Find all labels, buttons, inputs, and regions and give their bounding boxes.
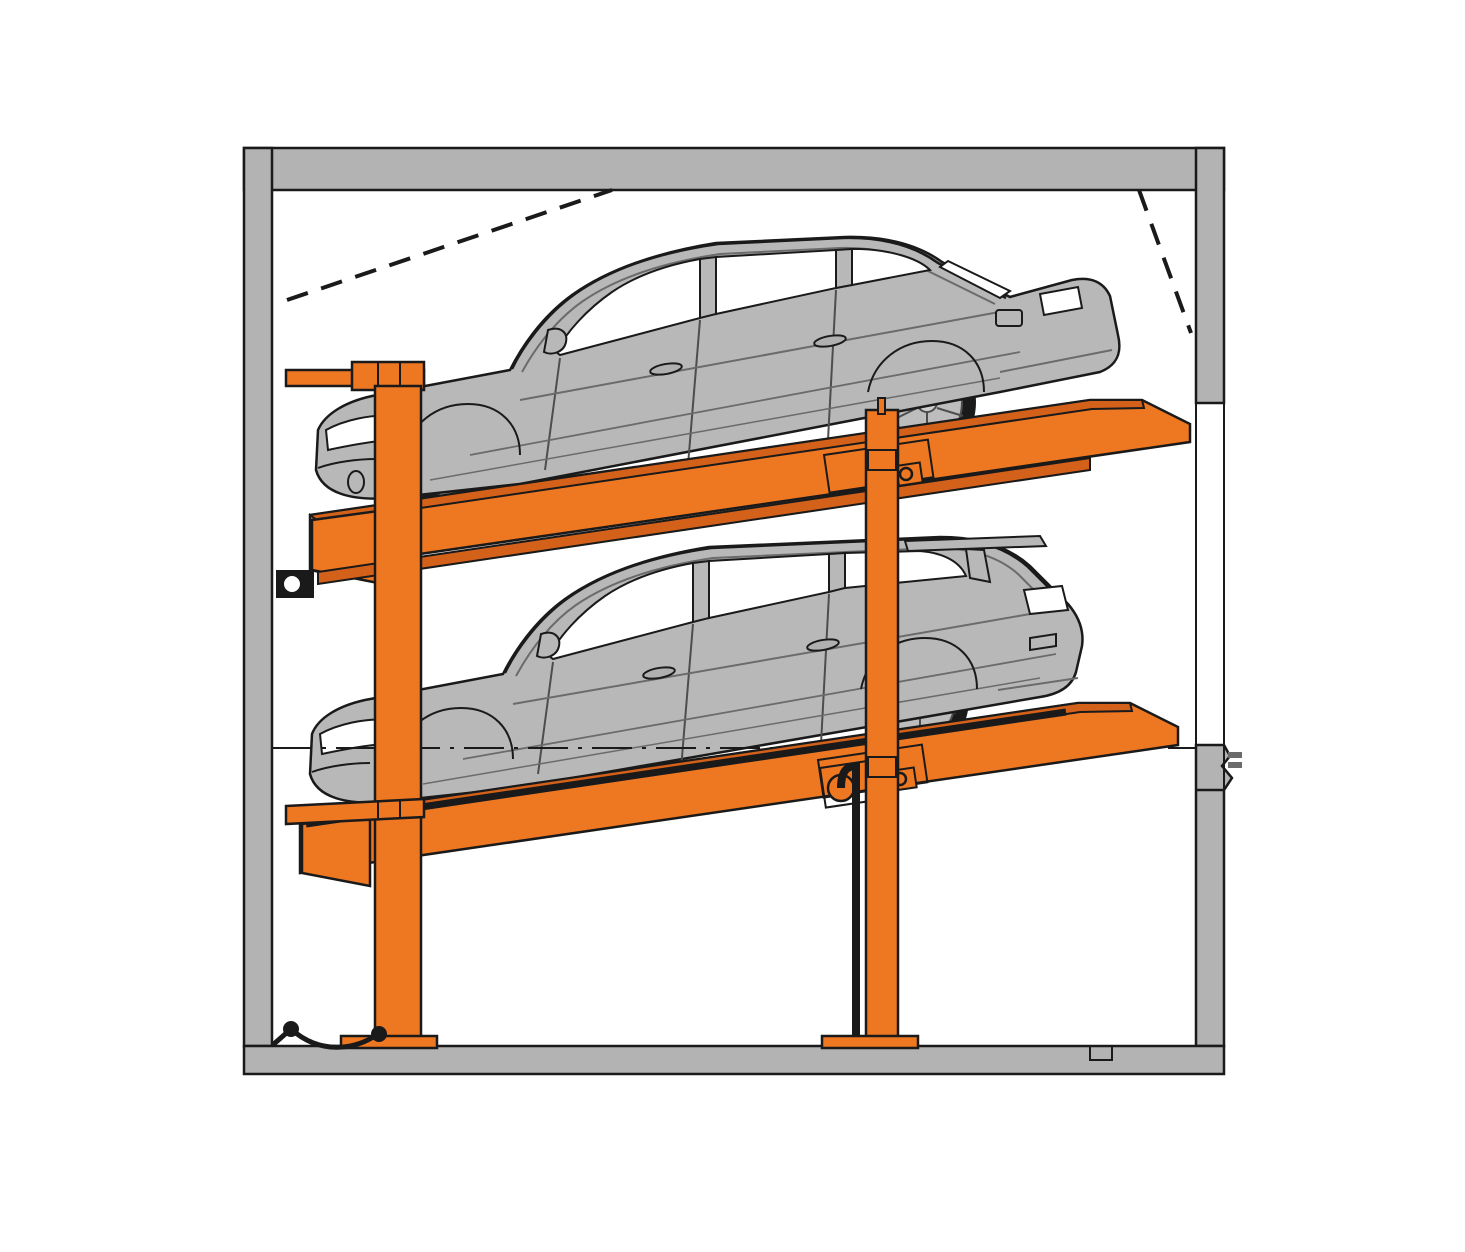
lower-vehicle-sill-line — [422, 677, 1041, 785]
lower-vehicle-door-line-1 — [680, 623, 694, 770]
upper-vehicle-character-line — [469, 351, 1021, 456]
upper-vehicle-tail-light — [1038, 285, 1084, 317]
upper-vehicle-door-handle-rear — [813, 334, 847, 348]
upper-vehicle-door-line-0 — [544, 357, 561, 471]
lower-vehicle-door-handle-rear — [806, 638, 840, 652]
wall-edge-marker — [1228, 752, 1242, 768]
rear-post-base-plate — [820, 1034, 920, 1050]
lower-vehicle-tailgate-handle — [1029, 632, 1057, 652]
power-cable — [272, 1021, 387, 1050]
rear-post — [820, 397, 920, 1050]
upper-vehicle-door-line-1 — [687, 319, 701, 466]
upper-vehicle-fog-lamp — [347, 470, 365, 494]
lower-vehicle-b-pillar — [692, 559, 710, 624]
garage-floor-slab — [242, 1044, 1226, 1076]
upper-vehicle-door-line-2 — [827, 289, 837, 441]
control-box-button-icon[interactable] — [282, 574, 302, 594]
lower-vehicle-character-line — [462, 653, 1057, 760]
upper-vehicle-c-pillar — [835, 247, 853, 290]
lower-platform-structural-beam — [305, 708, 1067, 828]
lower-vehicle-window-front — [547, 561, 694, 661]
rear-post-upper-cap — [867, 449, 897, 471]
upper-vehicle-door-handle-front — [649, 362, 683, 376]
upper-vehicle-bumper-line — [317, 458, 377, 469]
door-swing-path-right — [1137, 189, 1193, 334]
floor-notch — [1089, 1046, 1113, 1061]
garage-wall-top — [242, 146, 1226, 192]
front-post — [284, 360, 439, 1050]
power-cable-post-terminal — [371, 1026, 387, 1042]
lift-cable — [837, 761, 860, 1046]
upper-vehicle-window-quarter — [851, 248, 933, 287]
upper-vehicle-rear-screen — [938, 259, 1012, 300]
lower-vehicle-tail-light — [1022, 584, 1070, 616]
power-cable-wall-terminal — [283, 1021, 299, 1037]
upper-vehicle-rear-bumper — [999, 349, 1113, 373]
rear-post-lower-cap — [867, 756, 897, 778]
upper-vehicle-window-front — [554, 257, 701, 357]
upper-vehicle-b-pillar — [699, 255, 717, 320]
door-swing-paths — [286, 188, 1193, 334]
upper-vehicle-roofline — [510, 236, 1007, 370]
front-post-column — [373, 384, 423, 1048]
lower-platform-latch-front — [284, 797, 426, 826]
lower-platform — [298, 701, 1180, 888]
lower-vehicle-c-pillar — [828, 551, 846, 594]
garage-enclosure — [242, 146, 1234, 1076]
rear-post-column — [864, 408, 900, 1048]
wall-control-box[interactable] — [276, 570, 314, 598]
rear-post-rod — [877, 397, 886, 415]
lower-vehicle-beltline — [512, 613, 1031, 705]
lower-vehicle-bumper-line — [311, 762, 371, 773]
upper-vehicle-mirror — [542, 327, 568, 355]
garage-wall-right-upper — [1194, 146, 1226, 405]
upper-vehicle-sill-line — [429, 377, 1001, 481]
lower-vehicle-door-line-0 — [537, 661, 554, 775]
lower-vehicle-roof-rail — [903, 534, 1048, 553]
lower-vehicle-door-handle-front — [642, 666, 676, 680]
lower-vehicle-mirror — [535, 631, 561, 659]
lower-vehicle-rear-bumper — [997, 677, 1079, 691]
lower-vehicle-d-pillar — [964, 547, 992, 584]
lower-vehicle-door-line-2 — [820, 593, 830, 745]
door-swing-path-left — [286, 188, 613, 302]
garage-wall-left — [242, 146, 274, 1048]
upper-vehicle-boot-handle — [995, 309, 1023, 327]
upper-vehicle-arch-rear — [867, 339, 985, 393]
upper-vehicle-beltline — [519, 309, 1011, 401]
